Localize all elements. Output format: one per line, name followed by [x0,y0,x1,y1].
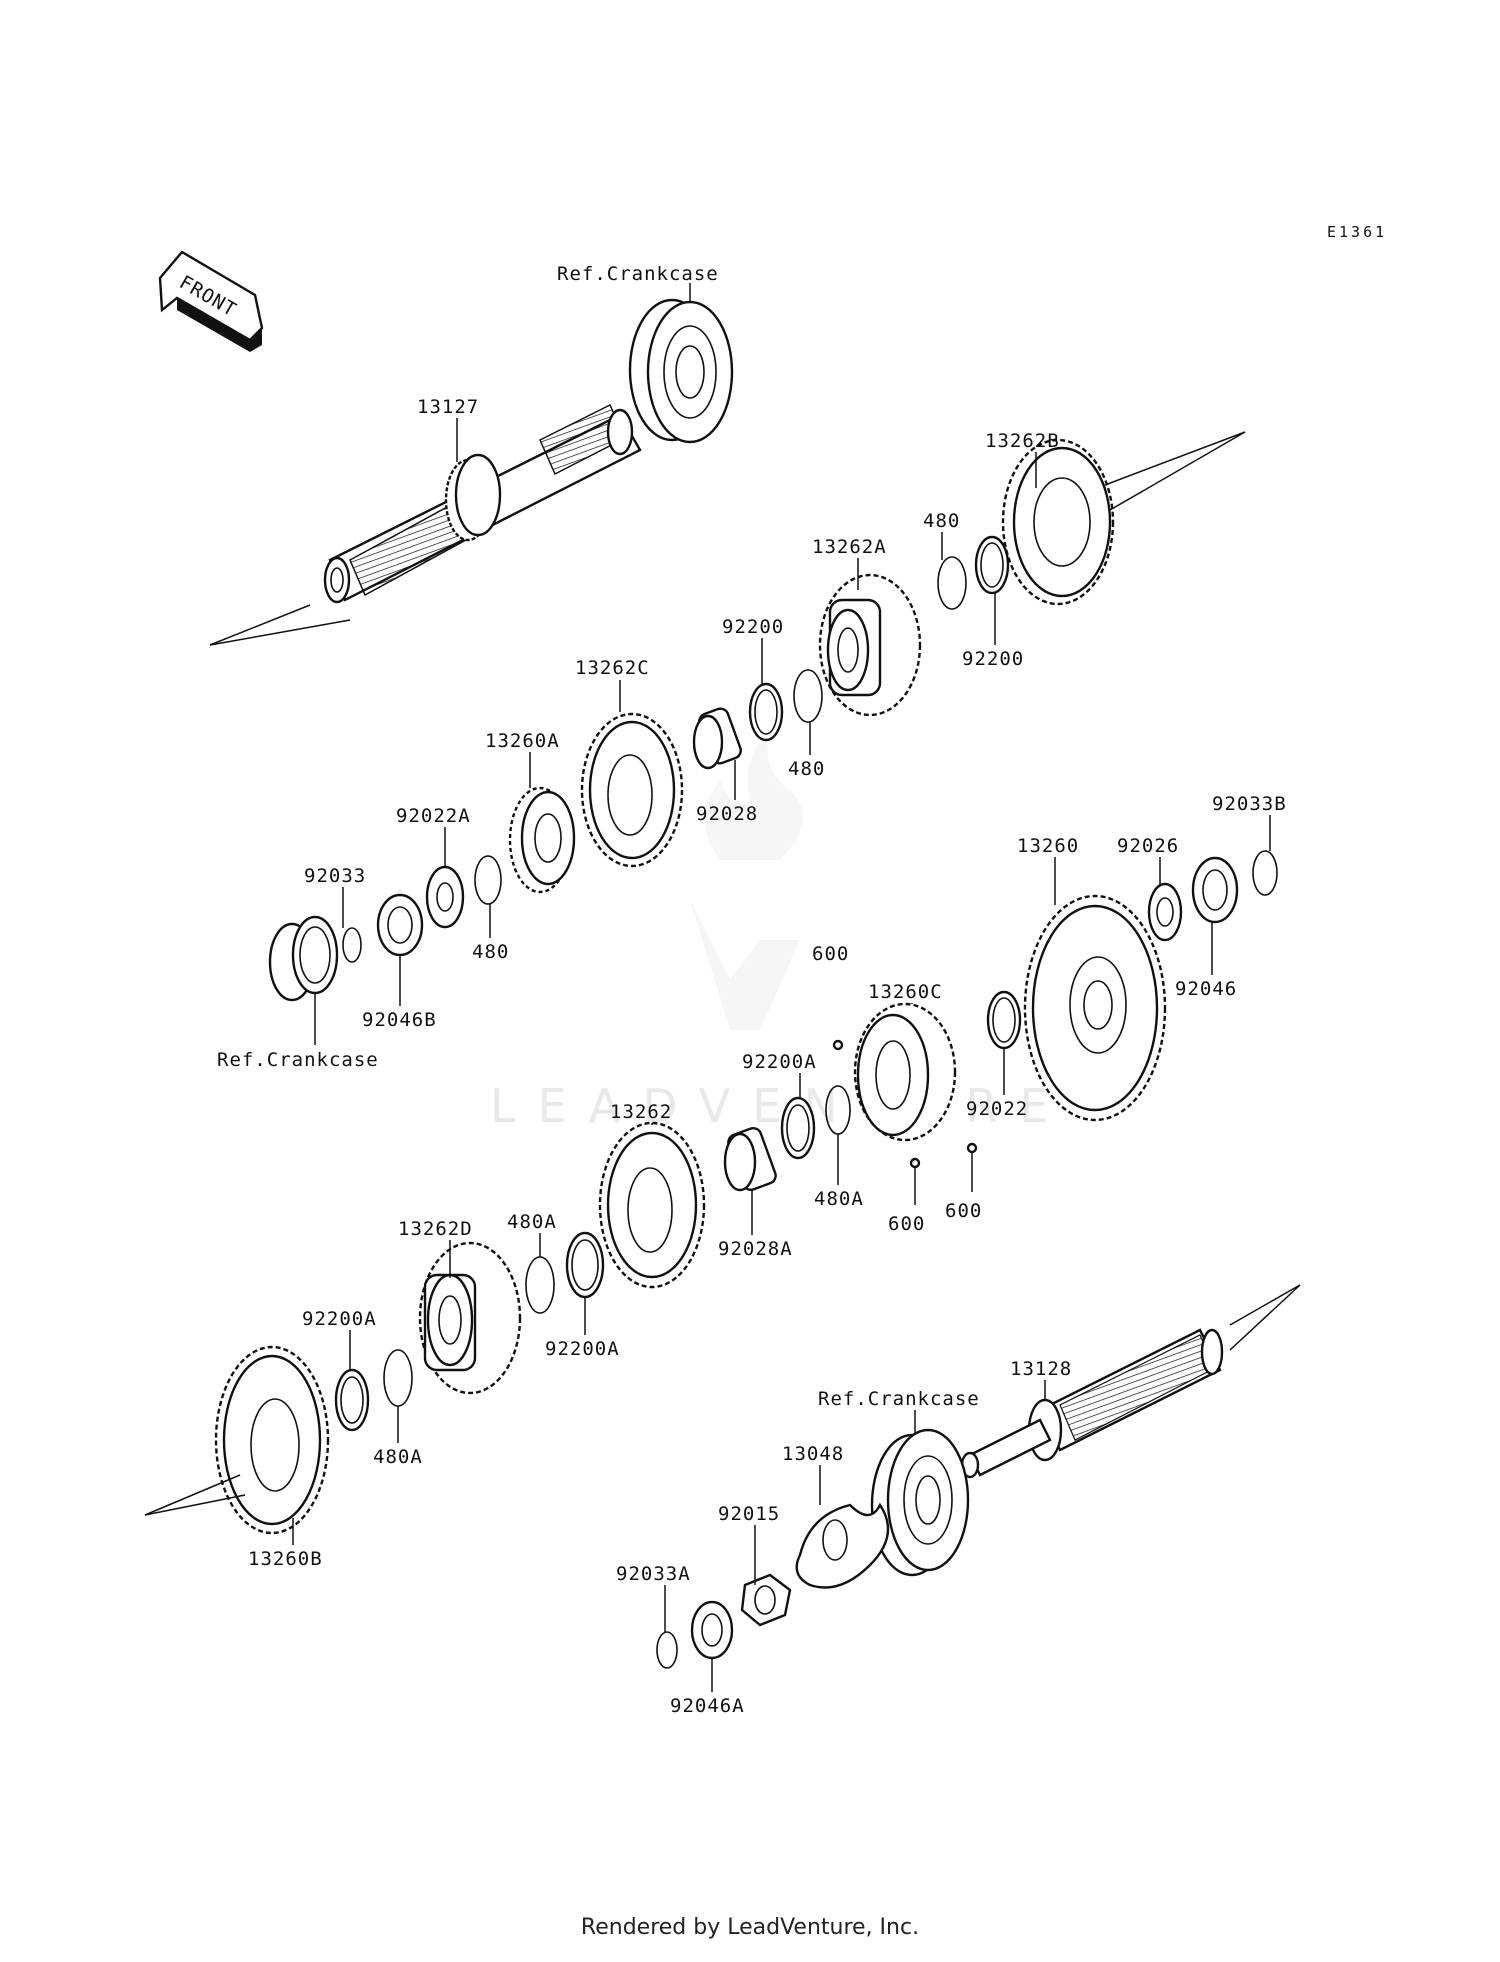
front-arrow-icon: FRONT [158,250,264,352]
watermark-text: LEADVENTURE [490,1079,1071,1133]
gear-13262D [418,1241,522,1395]
watermark-logo [690,730,803,1030]
washer-92200-top-left [748,682,784,742]
circlip-480-top [937,556,967,610]
label-13260B: 13260B [248,1548,323,1570]
label-ref-crankcase-top: Ref.Crankcase [557,263,719,285]
washer-92022 [986,990,1022,1050]
label-13260C: 13260C [868,981,943,1003]
washer-92200-top-right [974,535,1010,595]
circlip-480-mid [793,669,823,723]
label-480A-mid: 480A [814,1188,864,1210]
label-480-top: 480 [923,510,960,532]
washer-92200A-lower-right [565,1231,605,1299]
label-13262B: 13262B [985,430,1060,452]
label-92026: 92026 [1117,835,1179,857]
label-92022A: 92022A [396,805,471,827]
needle-bearing-92046A [690,1600,734,1660]
label-92200-left: 92200 [722,616,784,638]
label-13262C: 13262C [575,657,650,679]
label-480A-upper: 480A [507,1211,557,1233]
washer-92200A-mid [780,1096,816,1160]
label-92200A-left: 92200A [302,1308,377,1330]
label-13262A: 13262A [812,536,887,558]
circlip-92033A [656,1631,678,1669]
input-shaft-13127 [209,403,642,646]
label-92033B: 92033B [1212,793,1287,815]
washer-92022A [425,865,465,929]
label-600-right: 600 [945,1200,982,1222]
label-92200A-mid: 92200A [742,1051,817,1073]
label-92046A: 92046A [670,1695,745,1717]
label-480-mid: 480 [788,758,825,780]
gear-13262C [580,712,684,868]
circlip-92033B [1252,850,1278,896]
label-92046: 92046 [1175,978,1237,1000]
label-480-left: 480 [472,941,509,963]
nut-92015 [740,1573,792,1627]
label-13262D: 13262D [398,1218,473,1240]
bushing-ref-crankcase-left [268,915,339,1002]
circlip-480A-left [383,1349,413,1407]
label-92015: 92015 [718,1503,780,1525]
washer-92026 [1147,882,1183,942]
label-ref-crankcase-bottom: Ref.Crankcase [818,1388,980,1410]
label-92028: 92028 [696,803,758,825]
label-13260: 13260 [1017,835,1079,857]
label-92200-right: 92200 [962,648,1024,670]
label-13127: 13127 [417,396,479,418]
gear-13262 [598,1121,706,1289]
sprocket-13048 [795,1502,890,1589]
gear-13262A [818,573,922,717]
circlip-92033 [342,927,362,963]
gear-13260A [508,786,576,894]
label-92033: 92033 [304,865,366,887]
needle-bearing-92046 [1191,856,1239,924]
label-600-left: 600 [888,1213,925,1235]
circlip-480-left [474,855,502,905]
gear-13260B [144,1345,330,1535]
needle-bearing-92028 [692,707,742,770]
gear-13260 [1023,894,1167,1122]
bearing-ref-crankcase-bottom [870,1428,970,1577]
label-92200A-lower-right: 92200A [545,1338,620,1360]
label-92033A: 92033A [616,1563,691,1585]
label-ref-crankcase-left: Ref.Crankcase [217,1049,379,1071]
bearing-ref-crankcase-top [628,298,734,444]
label-13048: 13048 [782,1443,844,1465]
label-600-top: 600 [812,943,849,965]
balls-600 [832,1039,978,1169]
label-480A-left: 480A [373,1446,423,1468]
gear-13262B [1001,431,1246,606]
diagram-code: E1361 [1327,223,1387,241]
label-92022: 92022 [966,1098,1028,1120]
circlip-480A-lower [525,1256,555,1314]
needle-bearing-92028A [723,1126,777,1192]
needle-bearing-92046B [376,893,424,957]
washer-92200A-left [334,1368,370,1432]
label-13260A: 13260A [485,730,560,752]
label-92028A: 92028A [718,1238,793,1260]
gear-13260C [853,1002,957,1142]
label-13128: 13128 [1010,1358,1072,1380]
leader-lines [292,283,1271,1692]
label-92046B: 92046B [362,1009,437,1031]
output-shaft-13128 [960,1284,1301,1479]
footer-credit: Rendered by LeadVenture, Inc. [580,1915,920,1940]
label-13262: 13262 [610,1101,672,1123]
